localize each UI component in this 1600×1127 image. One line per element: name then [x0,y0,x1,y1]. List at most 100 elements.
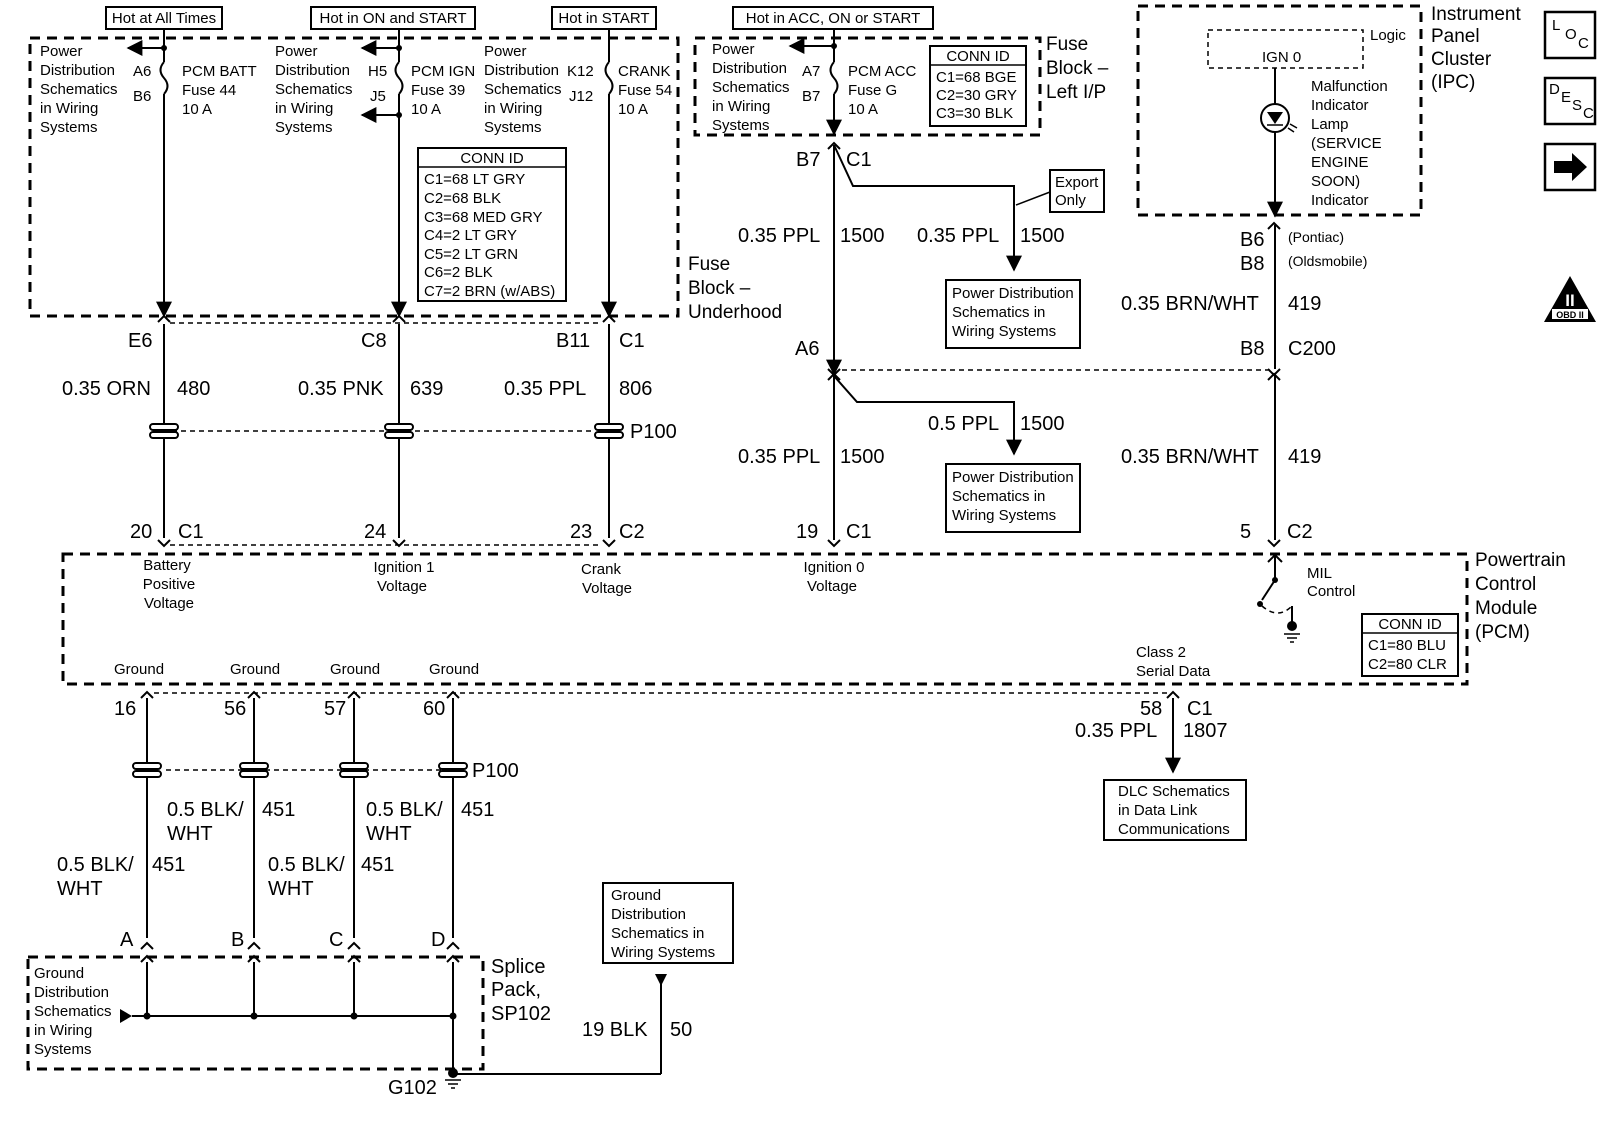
conn-id-leftip: CONN ID C1=68 BGE C2=30 GRY C3=30 BLK [929,45,1027,127]
svg-text:C: C [1583,105,1594,122]
pcm-border [61,552,1469,686]
ground-g102-icon [445,1068,461,1089]
pin-label: D [431,929,445,951]
pds-reference-batt[interactable]: Power Distribution Schematics in Wiring … [40,43,118,136]
svg-text:CONN ID: CONN ID [946,48,1010,65]
svg-text:C2=80 CLR: C2=80 CLR [1368,656,1447,673]
connector-label: C2 [1287,521,1313,543]
dlc-reference-box[interactable]: DLC Schematics in Data Link Communicatio… [1103,779,1247,841]
pds-reference-crank[interactable]: Power Distribution Schematics in Wiring … [484,43,562,136]
ipc-ign0-label: IGN 0 [1262,49,1301,66]
svg-text:Pack,: Pack, [491,979,541,1001]
svg-text:Power Distribution: Power Distribution [952,285,1074,302]
pds-reference-ign[interactable]: Power Distribution Schematics in Wiring … [275,43,353,136]
svg-text:Systems: Systems [275,119,333,136]
fuse-label-crank: CRANK Fuse 54 10 A [618,63,672,118]
svg-text:Splice: Splice [491,956,545,978]
svg-text:C1=80 BLU: C1=80 BLU [1368,637,1446,654]
pcm-title: Powertrain Control Module (PCM) [1475,550,1566,643]
svg-text:419: 419 [1288,293,1321,315]
pcm-input-battery: Battery Positive Voltage [143,557,196,612]
svg-text:OBD II: OBD II [1556,310,1584,320]
pds-reference-acc[interactable]: Power Distribution Schematics in Wiring … [712,41,790,134]
svg-text:0.35 PPL: 0.35 PPL [738,446,820,468]
svg-text:in Wiring: in Wiring [40,100,98,117]
pin-label: 5 [1240,521,1251,543]
svg-text:10 A: 10 A [411,101,441,118]
pcm-ground-label: Ground [330,661,380,678]
connector-label: A6 [795,338,819,360]
pin-label: B6 [1240,229,1264,251]
svg-text:C3=30 BLK: C3=30 BLK [936,105,1013,122]
connector-label: E6 [128,330,152,352]
pcm-ground-label: Ground [230,661,280,678]
ground-g102-label: G102 [388,1077,437,1099]
malfunction-lamp-icon [1260,103,1298,133]
svg-text:Panel: Panel [1431,26,1480,47]
wire-label-ppl-1500-b: 0.35 PPL 1500 [917,225,1065,247]
connector-label: C1 [619,330,645,352]
svg-text:C3=68 MED GRY: C3=68 MED GRY [424,209,543,226]
svg-text:in Wiring: in Wiring [712,98,770,115]
svg-text:Schematics in: Schematics in [952,488,1045,505]
pin-label: A6 [133,63,151,80]
connector-label: C200 [1288,338,1336,360]
fuse-label-ign: PCM IGN Fuse 39 10 A [411,63,475,118]
svg-text:Distribution: Distribution [275,62,350,79]
pin-label: A [120,929,134,951]
svg-text:Systems: Systems [712,117,770,134]
svg-text:C2=30 GRY: C2=30 GRY [936,87,1017,104]
svg-text:0.35 BRN/WHT: 0.35 BRN/WHT [1121,446,1259,468]
svg-text:451: 451 [461,799,494,821]
svg-text:0.35 PPL: 0.35 PPL [504,378,586,400]
svg-text:Schematics: Schematics [484,81,562,98]
svg-text:Power: Power [40,43,83,60]
gds-reference-box[interactable]: Ground Distribution Schematics in Wiring… [602,882,734,964]
wire-label-orn: 0.35 ORN 480 [62,378,210,400]
svg-text:10 A: 10 A [848,101,878,118]
hot-label-text: Hot in ACC, ON or START [746,10,921,27]
wire-label-ppl-1807: 0.35 PPL 1807 [1075,720,1228,742]
gds-reference-splice[interactable]: Ground Distribution Schematics in Wiring… [34,965,112,1058]
svg-text:Block –: Block – [1046,58,1109,79]
hot-label-text: Hot at All Times [112,10,216,27]
svg-text:C: C [1578,35,1589,52]
svg-text:in Wiring: in Wiring [34,1022,92,1039]
desc-button[interactable]: D E S C [1543,76,1597,126]
pds-reference-box-2[interactable]: Power Distribution Schematics in Wiring … [945,463,1081,533]
wire-label-brnwht-lower: 0.35 BRN/WHT 419 [1121,446,1321,468]
svg-text:Class 2: Class 2 [1136,644,1186,661]
fuse-symbol-crank [604,61,614,95]
svg-text:Fuse: Fuse [1046,34,1088,55]
svg-text:C6=2 BLK: C6=2 BLK [424,264,493,281]
pin-label: H5 [368,63,387,80]
svg-text:Distribution: Distribution [34,984,109,1001]
pcm-input-ign0: Ignition 0 Voltage [804,559,865,595]
variant-label: (Oldsmobile) [1288,253,1367,269]
svg-text:10 A: 10 A [618,101,648,118]
pds-reference-box-1[interactable]: Power Distribution Schematics in Wiring … [945,279,1081,349]
loc-button[interactable]: L O C [1543,10,1597,60]
hot-label-all-times: Hot at All Times [105,6,223,30]
next-button[interactable] [1543,142,1597,192]
pin-label: C [329,929,343,951]
wire-label-pnk: 0.35 PNK 639 [298,378,443,400]
svg-text:Powertrain: Powertrain [1475,550,1566,571]
connector-label: B7 [796,149,820,171]
pin-label: J12 [569,88,593,105]
pin-label: 24 [364,521,386,543]
svg-text:Distribution: Distribution [611,906,686,923]
svg-text:Cluster: Cluster [1431,49,1492,70]
svg-text:451: 451 [262,799,295,821]
ipc-title: Instrument Panel Cluster (IPC) [1431,4,1521,93]
svg-text:(SERVICE: (SERVICE [1311,135,1382,152]
svg-text:Lamp: Lamp [1311,116,1349,133]
pcm-input-crank: Crank Voltage [581,561,632,597]
hot-label-acc-on-start: Hot in ACC, ON or START [732,6,934,30]
pin-label: K12 [567,63,594,80]
svg-text:(IPC): (IPC) [1431,72,1475,93]
svg-text:Power: Power [712,41,755,58]
wire-label-blkwht-60: 0.5 BLK/ WHT 451 [366,799,494,845]
connector-label: C1 [1187,698,1213,720]
fuse-symbol-ign [394,61,404,95]
